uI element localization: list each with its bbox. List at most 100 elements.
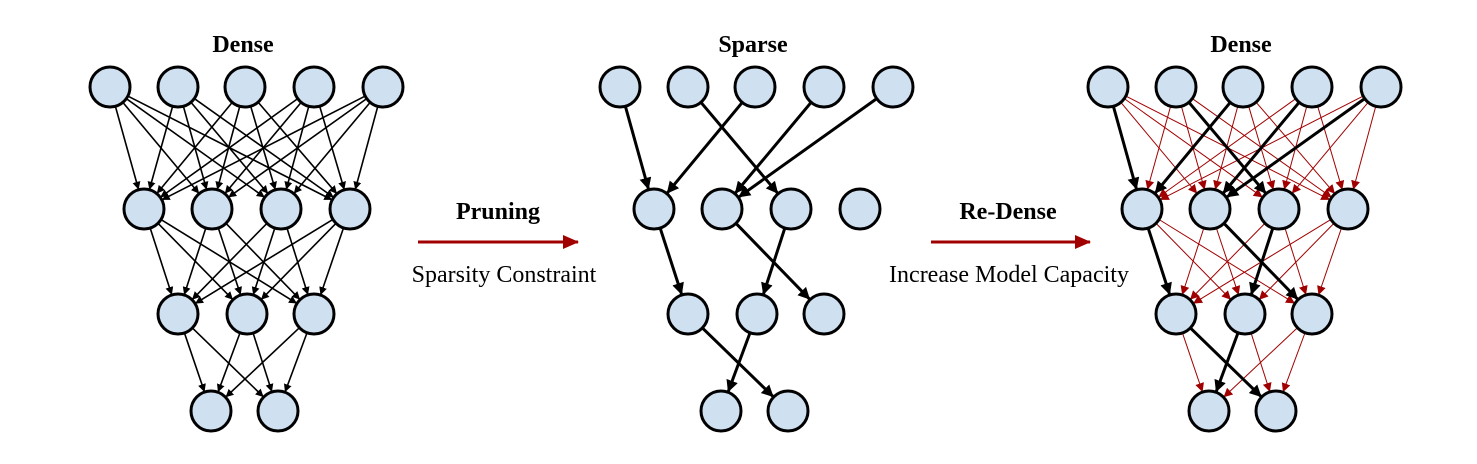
dense-connection [228, 97, 368, 198]
neuron-node [361, 65, 405, 109]
retained-connection [726, 332, 752, 393]
pruning-label: Pruning [456, 199, 540, 225]
neuron-node [259, 187, 303, 231]
redense-network-edges [1111, 95, 1377, 398]
neuron-node [766, 389, 810, 433]
redense-network-nodes [1086, 65, 1403, 433]
neuron-node [802, 292, 846, 336]
neuron-node [598, 65, 642, 109]
neuron-node [1086, 65, 1130, 109]
dense-connection [183, 332, 206, 393]
retained-connection [761, 227, 787, 295]
sparse-network-nodes [598, 65, 915, 433]
neuron-node [666, 292, 710, 336]
retained-connection [1214, 332, 1240, 393]
added-connection [1181, 332, 1204, 393]
dense-connection [261, 222, 337, 300]
retained-connection [1222, 101, 1301, 194]
neuron-node [838, 187, 882, 231]
redense-network-panel [1086, 65, 1403, 433]
neuron-node [1154, 292, 1198, 336]
dense-connection [192, 222, 268, 300]
neuron-node [1257, 187, 1301, 231]
retained-connection [1154, 101, 1232, 194]
sparsity-constraint-label: Sparsity Constraint [412, 262, 597, 288]
neuron-node [225, 292, 269, 336]
neuron-node [156, 65, 200, 109]
neuron-node [1223, 292, 1267, 336]
neuron-node [733, 65, 777, 109]
panel-title-dense-left: Dense [212, 32, 274, 58]
dense-connection [195, 218, 334, 304]
neuron-node [802, 65, 846, 109]
retained-connection [658, 227, 684, 295]
neuron-node [1221, 65, 1265, 109]
dense-network-edges [114, 95, 379, 398]
added-connection [1180, 227, 1205, 295]
dense-connection [286, 227, 310, 295]
added-connection [1158, 219, 1295, 304]
added-connection [1190, 222, 1266, 300]
retained-connection [1146, 227, 1172, 295]
dense-network-nodes [88, 65, 405, 433]
neuron-node [223, 65, 267, 109]
neuron-node [632, 187, 676, 231]
retained-connection [1249, 227, 1275, 295]
dense-connection [225, 222, 301, 300]
neuron-node [156, 292, 200, 336]
dense-network-panel [88, 65, 405, 433]
neuron-node [1290, 292, 1334, 336]
panel-title-sparse: Sparse [718, 32, 788, 58]
retained-connection [1226, 97, 1366, 199]
added-connection [1291, 102, 1369, 194]
added-connection [1284, 227, 1308, 295]
added-connection [1145, 106, 1172, 190]
neuron-node [1120, 187, 1164, 231]
added-connection [1317, 227, 1342, 296]
sparse-network-panel [598, 65, 915, 433]
neuron-node [256, 389, 300, 433]
neuron-node [292, 292, 336, 336]
dense-connection [147, 106, 174, 190]
neuron-node [1154, 65, 1198, 109]
dense-connection [225, 327, 300, 398]
increase-model-capacity-label: Increase Model Capacity [889, 262, 1129, 288]
dense-connection [114, 106, 141, 190]
neuron-node [1290, 65, 1334, 109]
neuron-node [122, 187, 166, 231]
redense-label: Re-Dense [959, 199, 1057, 225]
dense-connection [149, 227, 174, 295]
added-connection [1259, 222, 1335, 300]
added-connection [1223, 327, 1298, 398]
neuron-node [1254, 389, 1298, 433]
neuron-node [871, 65, 915, 109]
neuron-node [88, 65, 132, 109]
neuron-node [666, 65, 710, 109]
neuron-node [1188, 187, 1232, 231]
neuron-node [189, 389, 233, 433]
retained-connection [1111, 105, 1140, 190]
panel-title-dense-right: Dense [1210, 32, 1272, 58]
retained-connection [734, 101, 813, 194]
dense-connection [216, 332, 241, 393]
neuron-node [735, 292, 779, 336]
added-connection [1351, 106, 1377, 190]
dense-connection [182, 227, 207, 295]
dense-connection [319, 227, 345, 296]
neuron-node [769, 187, 813, 231]
added-connection [1281, 332, 1306, 393]
neuron-node [190, 187, 234, 231]
dense-connection [293, 101, 371, 194]
sparse-network-edges [623, 97, 878, 398]
neuron-node [1187, 389, 1231, 433]
dense-connection [160, 98, 299, 198]
dense-connection [191, 327, 264, 398]
dense-connection [161, 95, 366, 201]
neuron-node [700, 187, 744, 231]
retained-connection [666, 101, 744, 194]
retained-connection [738, 97, 878, 199]
neuron-node [328, 187, 372, 231]
dense-connection [156, 101, 233, 194]
dense-connection [353, 106, 379, 190]
